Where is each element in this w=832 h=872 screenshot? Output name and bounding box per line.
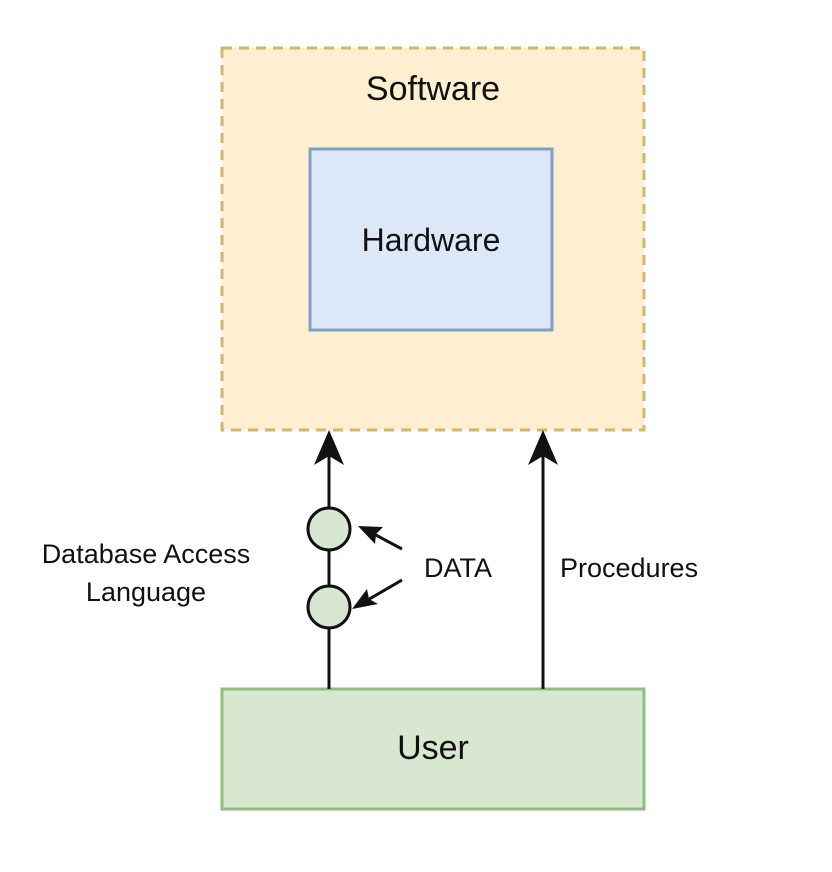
data-label: DATA (424, 553, 493, 583)
procedures-label: Procedures (560, 553, 699, 583)
software-label: Software (365, 70, 501, 108)
data-arrow-lower (365, 578, 403, 603)
hardware-label: Hardware (361, 222, 501, 258)
data-node-upper[interactable] (306, 506, 352, 552)
data-arrow-upper (371, 531, 403, 551)
hardware-box[interactable] (308, 147, 554, 332)
procedures-arrowhead (528, 430, 558, 465)
database-access-language-label: Database Access Language (41, 539, 251, 607)
data-arrowhead-lower (352, 589, 378, 609)
data-node-lower[interactable] (306, 584, 352, 630)
user-box[interactable] (220, 687, 646, 811)
data-arrowhead-upper (358, 526, 383, 544)
dal-arrowhead (314, 430, 344, 465)
user-label: User (397, 729, 469, 767)
